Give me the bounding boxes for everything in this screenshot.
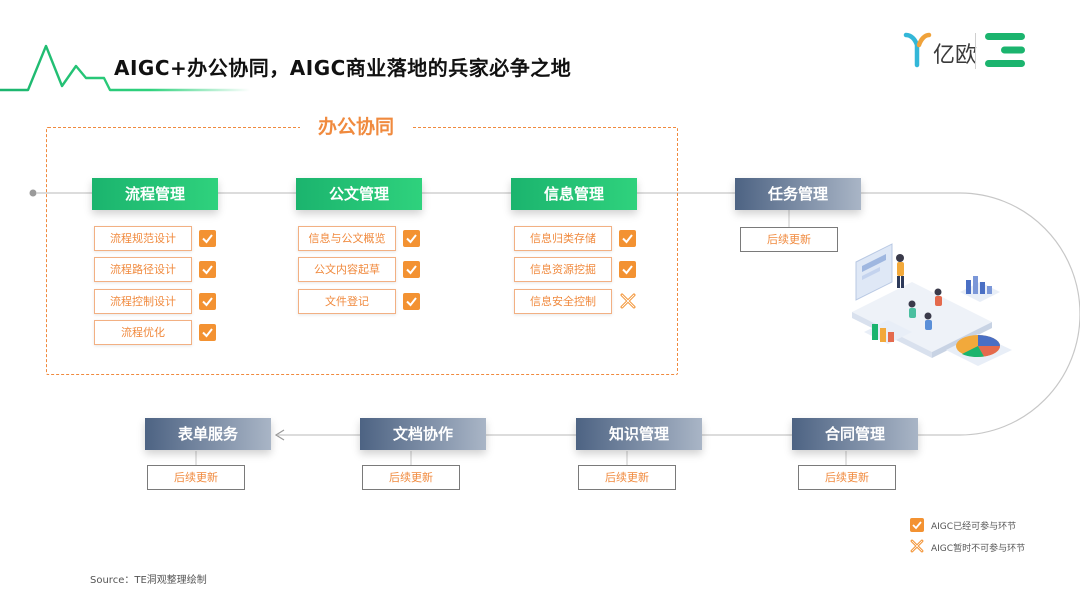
- stage-knowledge-management: 知识管理: [576, 418, 702, 450]
- pending-update-note: 后续更新: [147, 465, 245, 490]
- source-note: Source：TE洞观整理绘制: [90, 575, 207, 586]
- logo-divider: [975, 33, 976, 69]
- sub-item: 信息归类存储: [514, 226, 612, 251]
- te-logo-icon: [985, 33, 1025, 67]
- legend-check-label: AIGC已经可参与环节: [931, 522, 1017, 532]
- check-icon: [199, 293, 216, 310]
- sub-item: 信息资源挖掘: [514, 257, 612, 282]
- check-icon: [403, 230, 420, 247]
- check-icon: [199, 324, 216, 341]
- stage-document-management: 公文管理: [296, 178, 422, 210]
- stage-contract-management: 合同管理: [792, 418, 918, 450]
- sub-item: 流程路径设计: [94, 257, 192, 282]
- cross-icon: [619, 292, 637, 310]
- sub-item: 信息安全控制: [514, 289, 612, 314]
- sub-item: 流程优化: [94, 320, 192, 345]
- pending-update-note: 后续更新: [740, 227, 838, 252]
- sub-item: 流程规范设计: [94, 226, 192, 251]
- sub-item: 流程控制设计: [94, 289, 192, 314]
- sub-item: 公文内容起草: [298, 257, 396, 282]
- page-title: AIGC+办公协同，AIGC商业落地的兵家必争之地: [114, 56, 572, 80]
- sub-item: 文件登记: [298, 289, 396, 314]
- pending-update-note: 后续更新: [798, 465, 896, 490]
- legend-check-icon: [910, 518, 924, 532]
- stage-form-service: 表单服务: [145, 418, 271, 450]
- stage-information-management: 信息管理: [511, 178, 637, 210]
- check-icon: [619, 261, 636, 278]
- pending-update-note: 后续更新: [578, 465, 676, 490]
- office-illustration: [852, 243, 1012, 366]
- legend-cross-icon: [909, 538, 925, 554]
- legend-cross-label: AIGC暂时不可参与环节: [931, 544, 1026, 554]
- check-icon: [199, 261, 216, 278]
- check-icon: [619, 230, 636, 247]
- stage-process-management: 流程管理: [92, 178, 218, 210]
- check-icon: [403, 293, 420, 310]
- check-icon: [403, 261, 420, 278]
- heartbeat-line-icon: [0, 44, 250, 92]
- sub-item: 信息与公文概览: [298, 226, 396, 251]
- group-title: 办公协同: [300, 113, 412, 141]
- yiou-logo-icon: [903, 32, 932, 68]
- check-icon: [199, 230, 216, 247]
- stage-task-management: 任务管理: [735, 178, 861, 210]
- stage-doc-collaboration: 文档协作: [360, 418, 486, 450]
- pending-update-note: 后续更新: [362, 465, 460, 490]
- yiou-logo-text: 亿欧: [933, 43, 978, 68]
